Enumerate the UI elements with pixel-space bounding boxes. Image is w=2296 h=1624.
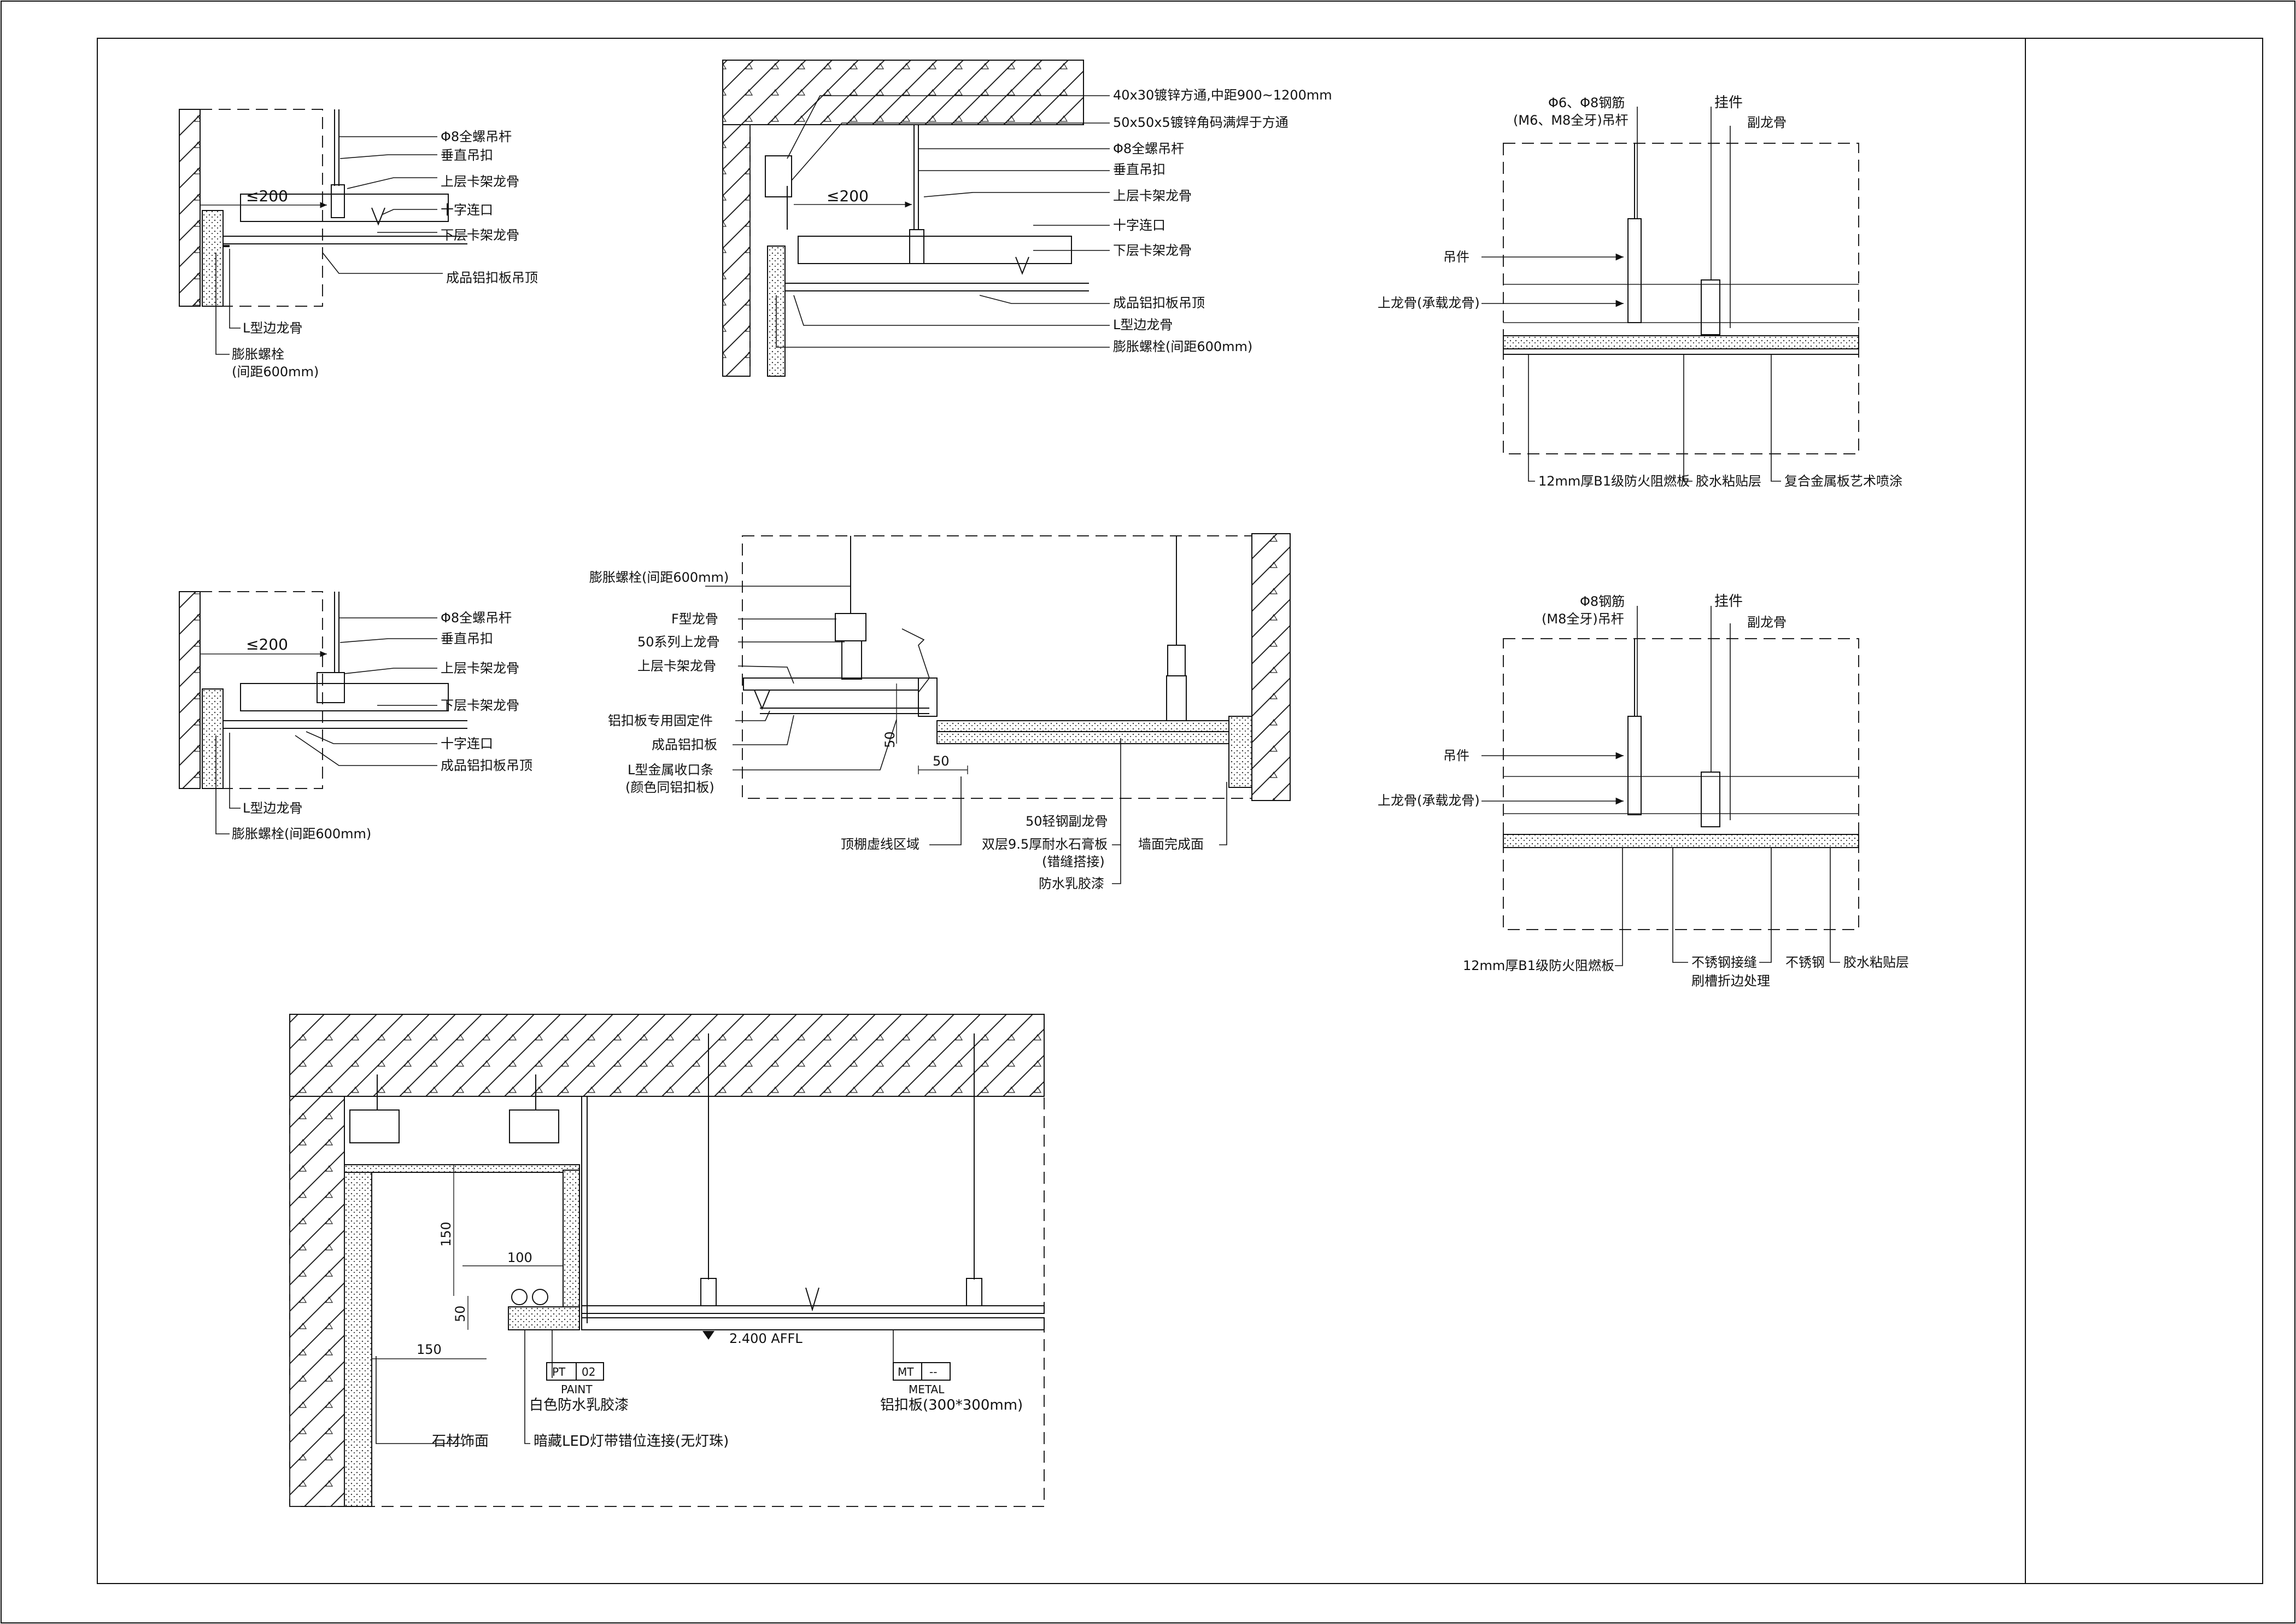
detail-c: Φ6、Φ8钢筋 (M6、M8全牙)吊杆 挂件 副龙骨 吊件 上龙骨(承载龙骨) …: [1378, 95, 1902, 489]
label-hook: 挂件: [1714, 593, 1743, 610]
tag-pt-box: [546, 1362, 604, 1381]
label-rod: Φ8全螺吊杆: [441, 610, 512, 626]
label-tube: 40x30镀锌方通,中距900~1200mm: [1113, 87, 1332, 103]
label-ceiling: 成品铝扣板吊顶: [446, 270, 538, 285]
label-ceiling: 成品铝扣板吊顶: [1113, 295, 1205, 311]
label-rod-spec: (M6、M8全牙)吊杆: [1513, 113, 1629, 128]
label-hanger: 吊件: [1443, 748, 1469, 763]
label-gypsum: 双层9.5厚耐水石膏板: [982, 837, 1108, 852]
label-hanger: 吊件: [1443, 249, 1469, 265]
label-led: 暗藏LED灯带错位连接(无灯珠): [534, 1433, 729, 1450]
label-bolt: 膨胀螺栓(间距600mm): [589, 570, 729, 585]
label-angle: 50x50x5镀锌角码满焊于方通: [1113, 115, 1288, 130]
label-main-keel: 上龙骨(承载龙骨): [1378, 295, 1480, 311]
dim-100: 100: [507, 1250, 532, 1265]
column-hatch: [722, 124, 751, 377]
dim-50: 50: [453, 1305, 468, 1322]
label-edge-keel: L型边龙骨: [1113, 317, 1173, 332]
label-rod: Φ6、Φ8钢筋: [1548, 95, 1625, 110]
label-cross: 十字连口: [1113, 218, 1165, 233]
label-wall: 墙面完成面: [1138, 837, 1204, 852]
label-lower-keel: 下层卡架龙骨: [441, 227, 519, 243]
wall-hatch: [179, 109, 201, 307]
dim-150-horizontal: 150: [417, 1342, 442, 1357]
label-board: 12mm厚B1级防火阻燃板: [1538, 474, 1690, 489]
label-joint: 不锈钢接缝: [1691, 955, 1757, 970]
label-bolt: 膨胀螺栓(间距600mm): [1113, 339, 1252, 354]
dim-spacing: ≤200: [827, 187, 869, 205]
detail-b: ≤200 40x30镀锌方通,中距900~1200mm 50x50x5镀锌角码满…: [722, 60, 1332, 377]
wall-hatch: [289, 1096, 345, 1507]
label-main-keel: 上龙骨(承载龙骨): [1378, 793, 1480, 808]
label-hanger: 垂直吊扣: [441, 631, 493, 646]
label-board: 12mm厚B1级防火阻燃板: [1463, 958, 1614, 973]
detail-e: 50 50 膨胀螺栓(间距600mm) F型龙骨 50系列上龙骨 上层卡架龙骨 …: [589, 533, 1291, 891]
label-sub-keel: 副龙骨: [1747, 615, 1787, 630]
label-f-keel: F型龙骨: [671, 611, 718, 627]
detail-d: ≤200 Φ8全螺吊杆 垂直吊扣 上层卡架龙骨 下层卡架龙骨 十字连口 成品铝扣…: [179, 591, 532, 842]
label-stone: 石材饰面: [432, 1433, 489, 1450]
label-bolt: 膨胀螺栓(间距600mm): [232, 826, 371, 842]
label-gypsum-joint: (错缝搭接): [1042, 854, 1105, 869]
dim-50-horizontal: 50: [933, 753, 950, 769]
label-rod-spec: (M8全牙)吊杆: [1542, 611, 1624, 627]
label-lower-keel: 下层卡架龙骨: [1113, 243, 1192, 258]
label-upper-keel: 上层卡架龙骨: [637, 658, 716, 674]
label-rod: Φ8全螺吊杆: [1113, 141, 1184, 156]
label-ceiling: 成品铝扣板吊顶: [441, 758, 532, 773]
dim-150-vertical: 150: [438, 1222, 454, 1247]
tag-mt-category: METAL: [909, 1383, 945, 1396]
wall-finish: [202, 210, 224, 307]
tag-pt-code: PT: [552, 1365, 566, 1378]
tag-pt-category: PAINT: [561, 1383, 593, 1396]
label-hook: 挂件: [1714, 95, 1743, 111]
tag-pt-desc: 白色防水乳胶漆: [529, 1397, 629, 1413]
dim-spacing: ≤200: [246, 635, 288, 653]
drawing-frame: [97, 38, 2263, 1584]
tag-mt-num: --: [929, 1365, 937, 1378]
detail-g: 150 100 50 150 2.400 AFFL PT 02 PAINT 白色…: [289, 1014, 1045, 1507]
label-finish: 复合金属板艺术喷涂: [1784, 474, 1902, 489]
label-rod: Φ8全螺吊杆: [441, 129, 512, 144]
label-bolt: 膨胀螺栓: [232, 347, 284, 362]
label-cross: 十字连口: [441, 202, 493, 218]
label-steel: 不锈钢: [1785, 955, 1825, 970]
tag-mt-code: MT: [898, 1365, 914, 1378]
label-trim-color: (颜色同铝扣板): [625, 780, 714, 795]
label-edge-keel: L型边龙骨: [243, 320, 302, 336]
label-upper-keel: 上层卡架龙骨: [441, 661, 519, 676]
detail-f: Φ8钢筋 (M8全牙)吊杆 挂件 副龙骨 吊件 上龙骨(承载龙骨) 12mm厚B…: [1378, 593, 1909, 989]
label-trim: L型金属收口条: [628, 762, 713, 778]
wall-hatch: [179, 591, 201, 789]
label-upper-keel: 上层卡架龙骨: [1113, 188, 1192, 203]
wall-hatch: [1251, 533, 1291, 801]
label-lower-keel: 下层卡架龙骨: [441, 698, 519, 713]
label-sub-keel: 副龙骨: [1747, 115, 1787, 130]
label-paint: 防水乳胶漆: [1039, 876, 1104, 891]
label-fixing: 铝扣板专用固定件: [608, 713, 713, 728]
label-panel: 成品铝扣板: [652, 737, 717, 752]
tag-mt-desc: 铝扣板(300*300mm): [880, 1397, 1023, 1413]
label-glue: 胶水粘贴层: [1696, 474, 1761, 489]
label-cross: 十字连口: [441, 736, 493, 751]
label-hanger: 垂直吊扣: [441, 148, 493, 163]
label-joint-treatment: 刷槽折边处理: [1691, 973, 1770, 989]
label-frame: 顶棚虚线区域: [841, 837, 919, 852]
detail-a: ≤200 Φ8全螺吊杆 垂直吊扣 上层卡架龙骨 十字连口 下层卡架龙骨 成品铝扣…: [179, 109, 538, 379]
label-bolt-spacing: (间距600mm): [232, 364, 319, 379]
label-main-keel: 50系列上龙骨: [637, 634, 720, 650]
label-glue: 胶水粘贴层: [1843, 955, 1909, 970]
slab-hatch: [722, 60, 1084, 125]
level-mark: 2.400 AFFL: [729, 1331, 803, 1346]
label-sub-keel: 50轻钢副龙骨: [1026, 814, 1108, 829]
label-hanger: 垂直吊扣: [1113, 162, 1165, 177]
label-edge-keel: L型边龙骨: [243, 801, 302, 816]
dim-spacing: ≤200: [246, 187, 288, 205]
label-rod: Φ8钢筋: [1580, 594, 1625, 609]
slab-hatch: [289, 1014, 1045, 1097]
tag-pt-num: 02: [582, 1365, 595, 1378]
label-upper-keel: 上层卡架龙骨: [441, 174, 519, 189]
